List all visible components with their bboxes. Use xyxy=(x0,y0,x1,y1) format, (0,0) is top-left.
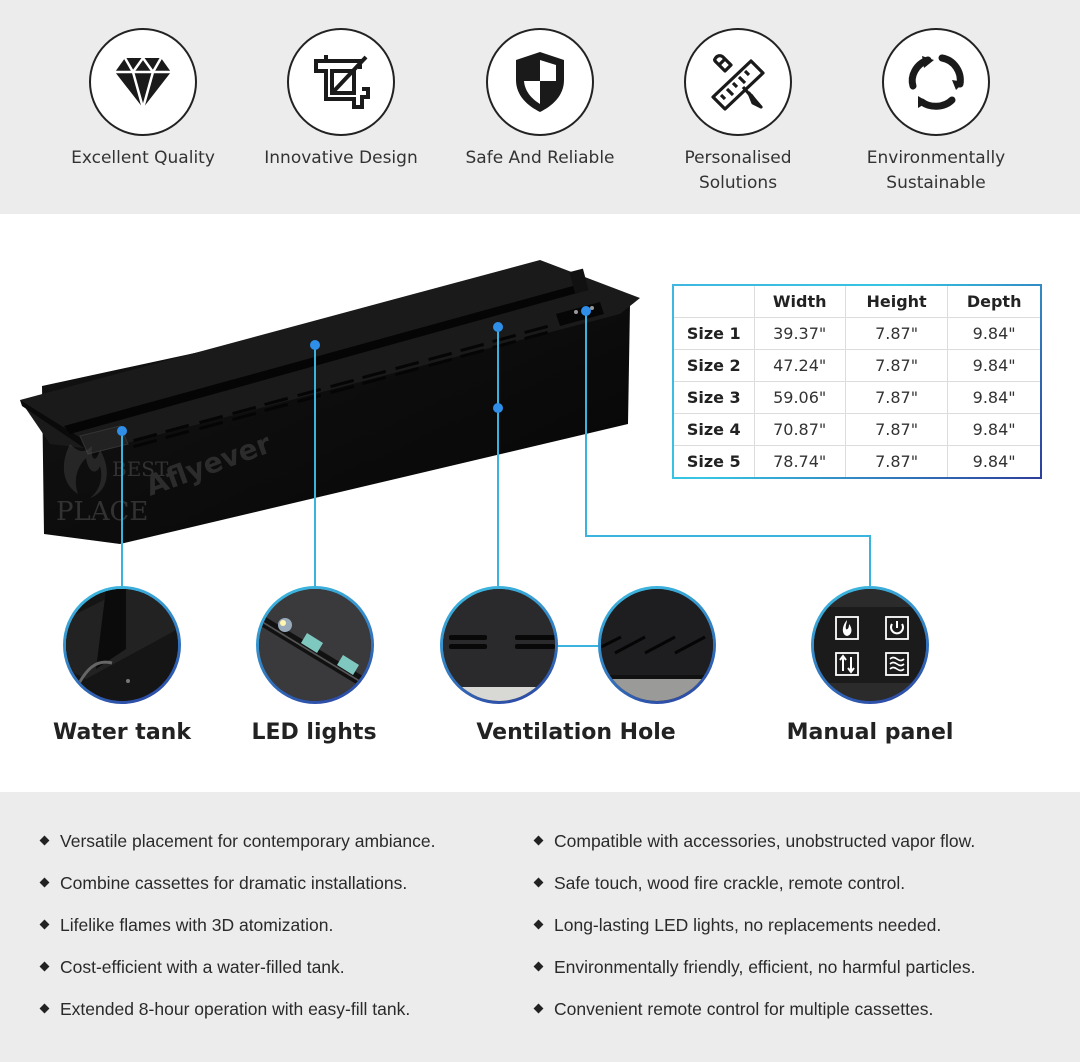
led-lights-closeup xyxy=(256,586,374,704)
ventilation-front-closeup xyxy=(598,586,716,704)
feature-label: Excellent Quality xyxy=(71,148,215,168)
manual-panel-closeup xyxy=(811,586,929,704)
shield-icon xyxy=(486,28,594,136)
feature-innovative-design: Innovative Design xyxy=(241,28,441,171)
vapor-waves-icon xyxy=(885,652,909,676)
flame-button-icon xyxy=(835,616,859,640)
feature-label: Innovative Design xyxy=(264,148,418,168)
feature-environmentally-sustainable: Environmentally Sustainable xyxy=(836,28,1036,196)
hotspot-water-tank[interactable] xyxy=(117,426,127,436)
power-button-icon xyxy=(885,616,909,640)
ventilation-top-closeup xyxy=(440,586,558,704)
list-item: Cost-efficient with a water-filled tank. xyxy=(38,946,435,988)
table-row: Size 1 39.37" 7.87" 9.84" xyxy=(674,316,1040,350)
feature-band: Excellent Quality Innovative Design Safe xyxy=(0,0,1080,214)
feature-label: Safe And Reliable xyxy=(465,148,615,168)
list-item: Extended 8-hour operation with easy-fill… xyxy=(38,988,435,1030)
feature-label: Personalised Solutions xyxy=(684,148,792,193)
list-item: Environmentally friendly, efficient, no … xyxy=(532,946,976,988)
recycle-icon xyxy=(882,28,990,136)
hotspot-ventilation-front[interactable] xyxy=(493,403,503,413)
table-row: Size 3 59.06" 7.87" 9.84" xyxy=(674,380,1040,415)
feature-label: Environmentally Sustainable xyxy=(866,148,1006,193)
up-down-arrows-icon xyxy=(835,652,859,676)
size-spec-table: Width Height Depth Size 1 39.37" 7.87" 9… xyxy=(672,284,1042,479)
table-row: Size 5 78.74" 7.87" 9.84" xyxy=(674,445,1040,477)
hotspot-ventilation-top[interactable] xyxy=(493,322,503,332)
list-item: Convenient remote control for multiple c… xyxy=(532,988,976,1030)
fireplace-insert-illustration: BEST PLACE Aflyever xyxy=(20,260,871,647)
hotspot-led-lights[interactable] xyxy=(310,340,320,350)
led-lights-label: LED lights xyxy=(251,720,377,745)
bullet-list-left: Versatile placement for contemporary amb… xyxy=(38,820,435,1030)
list-item: Compatible with accessories, unobstructe… xyxy=(532,820,976,862)
ventilation-hole-label: Ventilation Hole xyxy=(476,720,676,745)
bullet-list-right: Compatible with accessories, unobstructe… xyxy=(532,820,976,1030)
connector-lines xyxy=(121,311,871,647)
svg-text:PLACE: PLACE xyxy=(56,497,148,527)
product-showcase: BEST PLACE Aflyever Width Height xyxy=(0,214,1080,792)
list-item: Lifelike flames with 3D atomization. xyxy=(38,904,435,946)
table-row: Size 4 70.87" 7.87" 9.84" xyxy=(674,413,1040,447)
water-tank-closeup xyxy=(63,586,181,704)
hotspot-dots xyxy=(117,306,591,436)
feature-bullets-band: Versatile placement for contemporary amb… xyxy=(0,792,1080,1062)
manual-panel-label: Manual panel xyxy=(786,720,954,745)
diamond-icon xyxy=(89,28,197,136)
ruler-pencil-icon xyxy=(684,28,792,136)
list-item: Long-lasting LED lights, no replacements… xyxy=(532,904,976,946)
table-header-row: Width Height Depth xyxy=(674,286,1040,318)
list-item: Safe touch, wood fire crackle, remote co… xyxy=(532,862,976,904)
hotspot-manual-panel[interactable] xyxy=(581,306,591,316)
table-row: Size 2 47.24" 7.87" 9.84" xyxy=(674,348,1040,382)
crop-design-icon xyxy=(287,28,395,136)
feature-personalised-solutions: Personalised Solutions xyxy=(638,28,838,196)
water-tank-label: Water tank xyxy=(53,720,191,745)
list-item: Versatile placement for contemporary amb… xyxy=(38,820,435,862)
list-item: Combine cassettes for dramatic installat… xyxy=(38,862,435,904)
feature-excellent-quality: Excellent Quality xyxy=(43,28,243,171)
feature-safe-reliable: Safe And Reliable xyxy=(440,28,640,171)
